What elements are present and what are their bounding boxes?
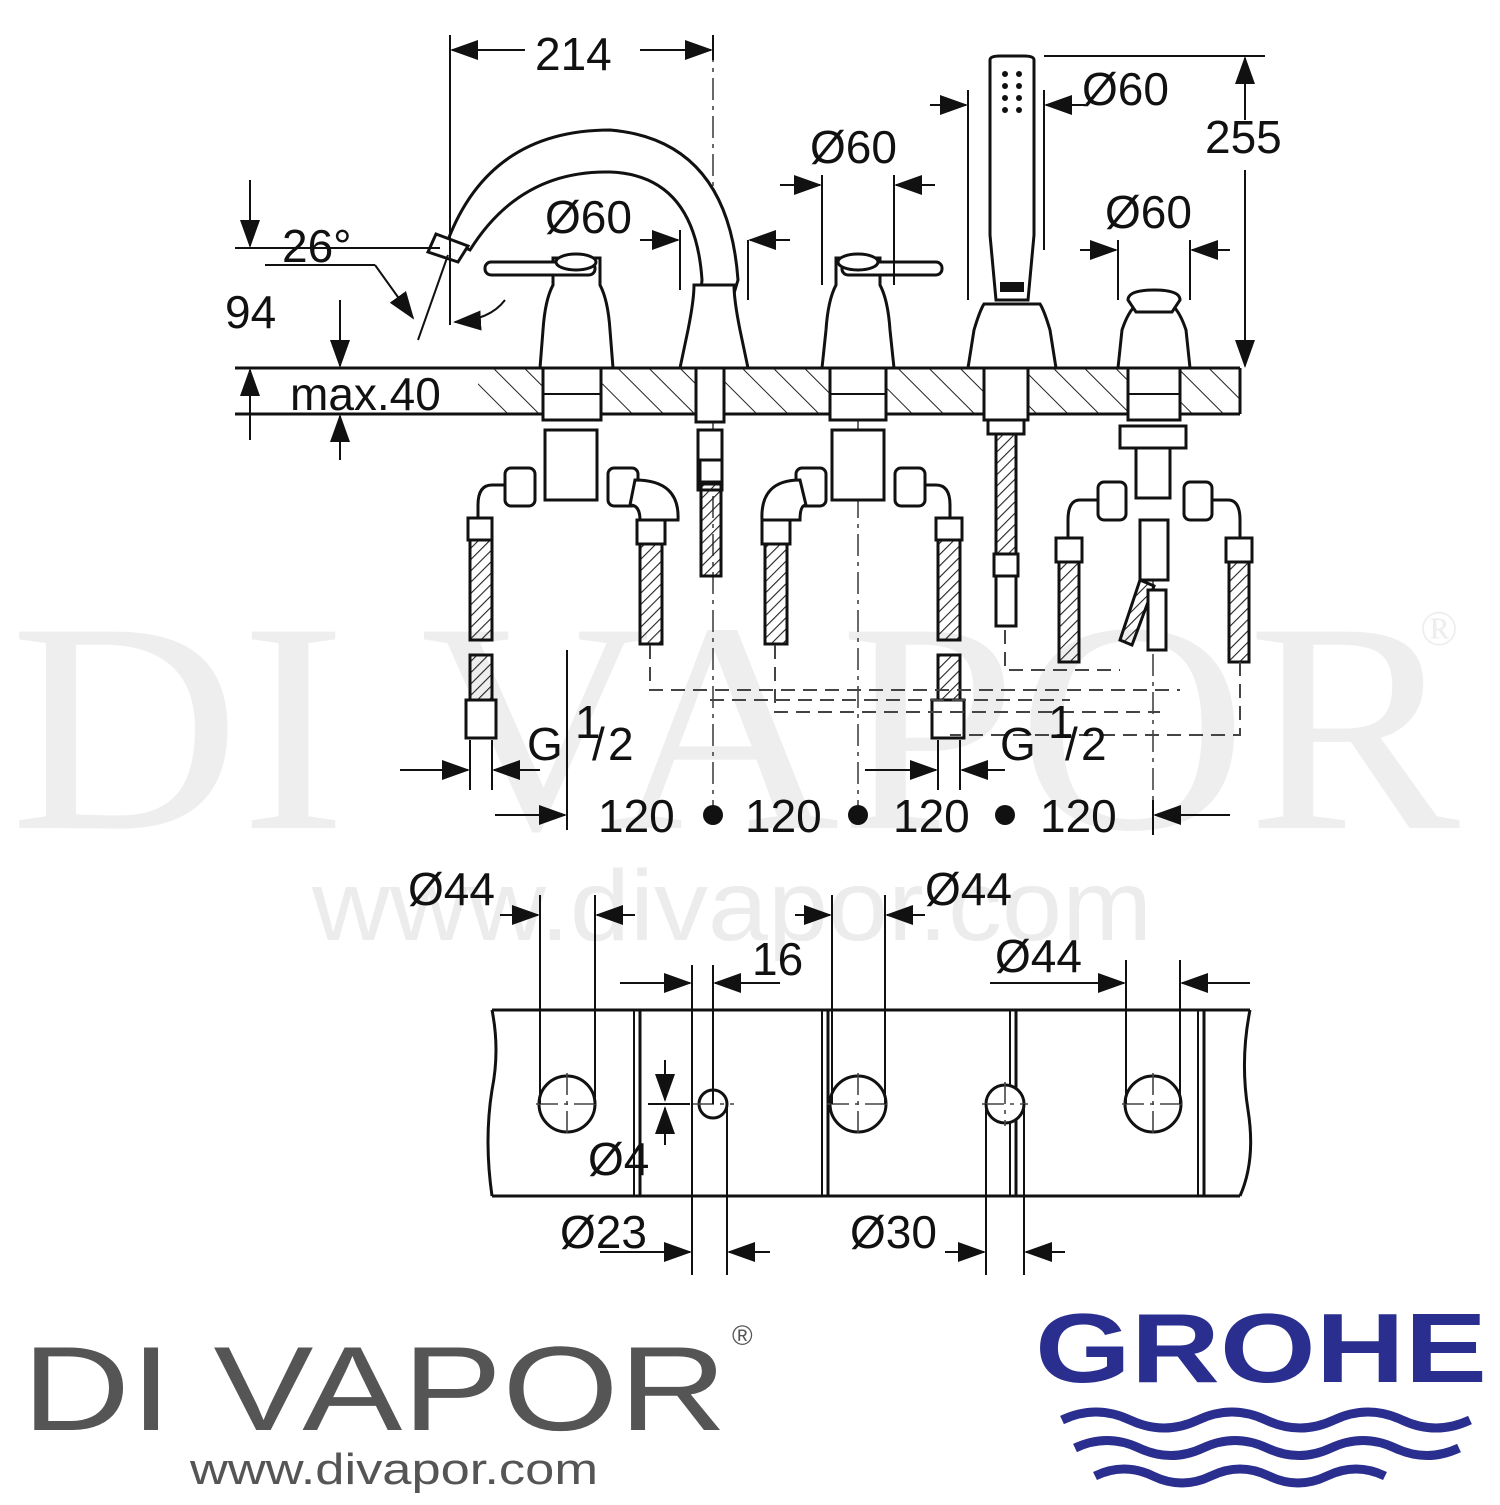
divapor-logo-text: DI VAPOR bbox=[22, 1322, 727, 1456]
spout bbox=[425, 128, 750, 578]
dim-handshower-diameter: Ø60 bbox=[1082, 63, 1169, 115]
left-handle-valve bbox=[464, 252, 680, 740]
dimension-lines bbox=[235, 35, 1265, 835]
dim-spacing-3: 120 bbox=[893, 790, 970, 842]
dim-spacing-1: 120 bbox=[598, 790, 675, 842]
hose-connection-paths bbox=[649, 630, 1241, 736]
grohe-wave-icon bbox=[1060, 1407, 1472, 1488]
diverter-valve bbox=[1054, 288, 1254, 664]
thread-label-right: G 1 / 2 bbox=[1000, 696, 1107, 770]
svg-text:2: 2 bbox=[1081, 718, 1107, 770]
divapor-logo: DI VAPOR ® www.divapor.com bbox=[22, 1320, 753, 1494]
dim-spout-reach: 214 bbox=[535, 28, 612, 80]
svg-text:G: G bbox=[527, 718, 563, 770]
dim-hole-mid: Ø44 bbox=[925, 863, 1012, 915]
svg-text:G: G bbox=[1000, 718, 1036, 770]
svg-text:2: 2 bbox=[608, 718, 634, 770]
divapor-registered-mark: ® bbox=[732, 1320, 753, 1351]
dim-hole-23: Ø23 bbox=[560, 1206, 647, 1258]
dim-spout-height: 94 bbox=[225, 286, 276, 338]
svg-text:1: 1 bbox=[1048, 696, 1074, 748]
dim-spacing-2: 120 bbox=[745, 790, 822, 842]
dim-right-handle-diameter: Ø60 bbox=[810, 121, 897, 173]
svg-text:1: 1 bbox=[575, 696, 601, 748]
divapor-logo-url: www.divapor.com bbox=[189, 1445, 598, 1494]
dim-offset: 16 bbox=[752, 933, 803, 985]
svg-text:/: / bbox=[1065, 718, 1078, 770]
dim-hole-30: Ø30 bbox=[850, 1206, 937, 1258]
svg-text:/: / bbox=[592, 718, 605, 770]
dim-diverter-diameter: Ø60 bbox=[1105, 186, 1192, 238]
watermark-registered-mark: ® bbox=[1420, 600, 1458, 656]
dim-deck-thickness: max.40 bbox=[290, 368, 441, 420]
dim-hole-right: Ø44 bbox=[995, 930, 1082, 982]
dimension-labels: 214 255 94 26° max.40 Ø60 Ø60 Ø60 Ø60 G … bbox=[225, 28, 1282, 1258]
dim-spacing-4: 120 bbox=[1040, 790, 1117, 842]
watermark-brand: DI VAPOR bbox=[10, 561, 1462, 893]
dim-spout-angle: 26° bbox=[282, 220, 352, 272]
watermark: DI VAPOR ® www.divapor.com bbox=[10, 561, 1462, 962]
thread-label-left: G 1 / 2 bbox=[527, 696, 634, 770]
grohe-logo: GROHE bbox=[1035, 1293, 1487, 1488]
grohe-logo-text: GROHE bbox=[1035, 1293, 1487, 1403]
dim-left-handle-diameter: Ø60 bbox=[545, 191, 632, 243]
handshower bbox=[966, 54, 1058, 628]
dim-handshower-height: 255 bbox=[1205, 111, 1282, 163]
watermark-url: www.divapor.com bbox=[311, 850, 1152, 962]
dim-hole-left: Ø44 bbox=[408, 863, 495, 915]
deck-hole-layout bbox=[486, 895, 1253, 1275]
right-handle-valve bbox=[760, 252, 966, 740]
dim-small-hole: Ø4 bbox=[588, 1133, 649, 1185]
